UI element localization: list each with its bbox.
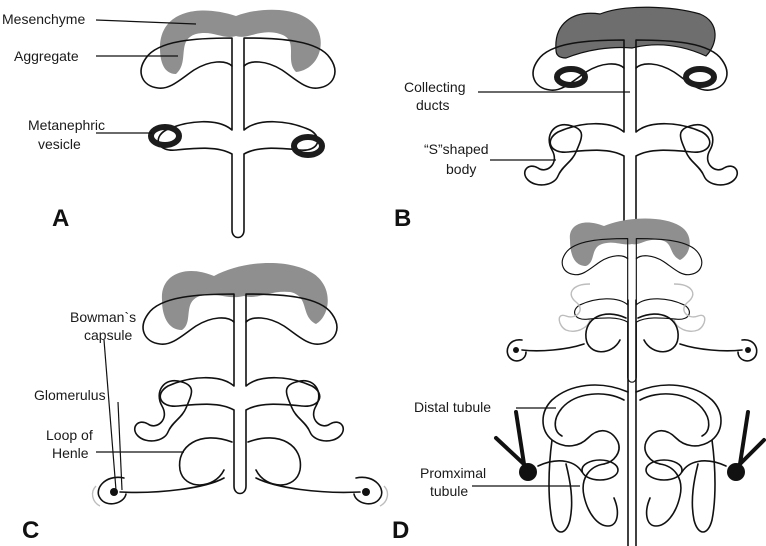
label-proximal-line1: Promximal bbox=[420, 465, 486, 481]
panel-c: Bowman`s capsule Glomerulus Loop of Henl… bbox=[22, 263, 387, 544]
label-aggregate: Aggregate bbox=[14, 48, 79, 64]
label-bowman-line1: Bowman`s bbox=[70, 309, 136, 325]
metanephric-vesicle-left bbox=[151, 127, 179, 145]
label-sshaped-line1: “S”shaped bbox=[424, 141, 489, 157]
mesenchyme-cap-d bbox=[570, 219, 690, 267]
vesicle-right-b bbox=[686, 69, 714, 85]
panel-letter-b: B bbox=[394, 205, 411, 232]
label-sshaped-line2: body bbox=[446, 161, 476, 177]
panel-b: Collecting ducts “S”shaped body B bbox=[394, 7, 737, 239]
label-proximal-line2: tubule bbox=[430, 483, 468, 499]
label-collecting-line1: Collecting bbox=[404, 79, 465, 95]
label-mesenchyme: Mesenchyme bbox=[2, 11, 85, 27]
panel-letter-a: A bbox=[52, 205, 69, 232]
panel-letter-d: D bbox=[392, 517, 409, 544]
vesicle-left-b bbox=[557, 69, 585, 85]
panel-d: Distal tubule Promximal tubule D bbox=[392, 219, 764, 546]
label-metanephric-line2: vesicle bbox=[38, 136, 81, 152]
panel-letter-c: C bbox=[22, 517, 39, 544]
label-bowman-line2: capsule bbox=[84, 327, 132, 343]
label-glomerulus: Glomerulus bbox=[34, 387, 106, 403]
label-loop-line1: Loop of bbox=[46, 427, 93, 443]
label-loop-line2: Henle bbox=[52, 445, 89, 461]
metanephric-vesicle-right bbox=[294, 137, 322, 155]
label-collecting-line2: ducts bbox=[416, 97, 449, 113]
panel-a: Mesenchyme Aggregate Metanephric vesicle… bbox=[2, 10, 335, 238]
label-metanephric-line1: Metanephric bbox=[28, 117, 105, 133]
label-distal-tubule: Distal tubule bbox=[414, 399, 491, 415]
